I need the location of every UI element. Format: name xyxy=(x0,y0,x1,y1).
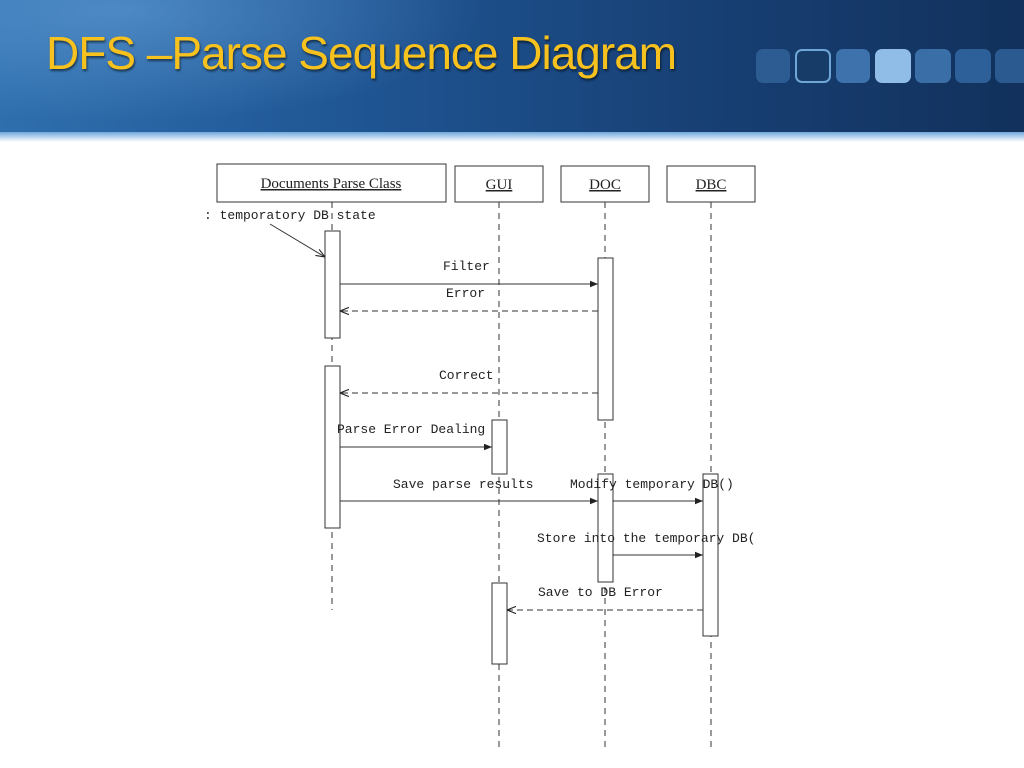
activation-bar-parse-class-1 xyxy=(324,230,341,339)
message-store-into-temporary-db-label: Store into the temporary DB( xyxy=(537,531,755,546)
message-save-to-db-error-label: Save to DB Error xyxy=(538,585,663,600)
message-error-label: Error xyxy=(446,286,485,301)
message-save-parse-results-label: Save parse results xyxy=(393,477,533,492)
decorative-square xyxy=(756,49,790,83)
decorative-square xyxy=(915,49,951,83)
activation-bar-doc-2 xyxy=(597,473,614,583)
decorative-square xyxy=(836,49,870,83)
activation-bar-gui-2 xyxy=(491,582,508,665)
message-parse-error-dealing-label: Parse Error Dealing xyxy=(337,422,485,437)
activation-bar-gui-1 xyxy=(491,419,508,475)
decorative-square xyxy=(995,49,1024,83)
activation-bar-dbc-1 xyxy=(702,473,719,637)
header-rule xyxy=(0,132,1024,142)
message-correct-label: Correct xyxy=(439,368,494,383)
lifeline-label-parse-class: Documents Parse Class xyxy=(261,176,402,192)
lifeline-header-parse-class: Documents Parse Class xyxy=(216,163,447,203)
decorative-square xyxy=(955,49,991,83)
lifeline-label-dbc: DBC xyxy=(696,177,727,193)
lifeline-header-dbc: DBC xyxy=(666,165,756,203)
activation-bar-doc-1 xyxy=(597,257,614,421)
slide-title: DFS –Parse Sequence Diagram xyxy=(46,27,677,79)
note-temporatory-db-state: : temporatory DB state xyxy=(204,208,376,223)
lifeline-header-gui: GUI xyxy=(454,165,544,203)
lifeline-header-doc: DOC xyxy=(560,165,650,203)
decorative-square xyxy=(875,49,911,83)
lifeline-label-doc: DOC xyxy=(589,177,621,193)
message-modify-temporary-db-label: Modify temporary DB() xyxy=(570,477,734,492)
message-filter-label: Filter xyxy=(443,259,490,274)
slide-header: DFS –Parse Sequence Diagram xyxy=(0,0,1024,132)
note-pointer xyxy=(269,223,325,257)
activation-bar-parse-class-2 xyxy=(324,365,341,529)
lifeline-label-gui: GUI xyxy=(486,177,513,193)
decorative-square xyxy=(795,49,831,83)
